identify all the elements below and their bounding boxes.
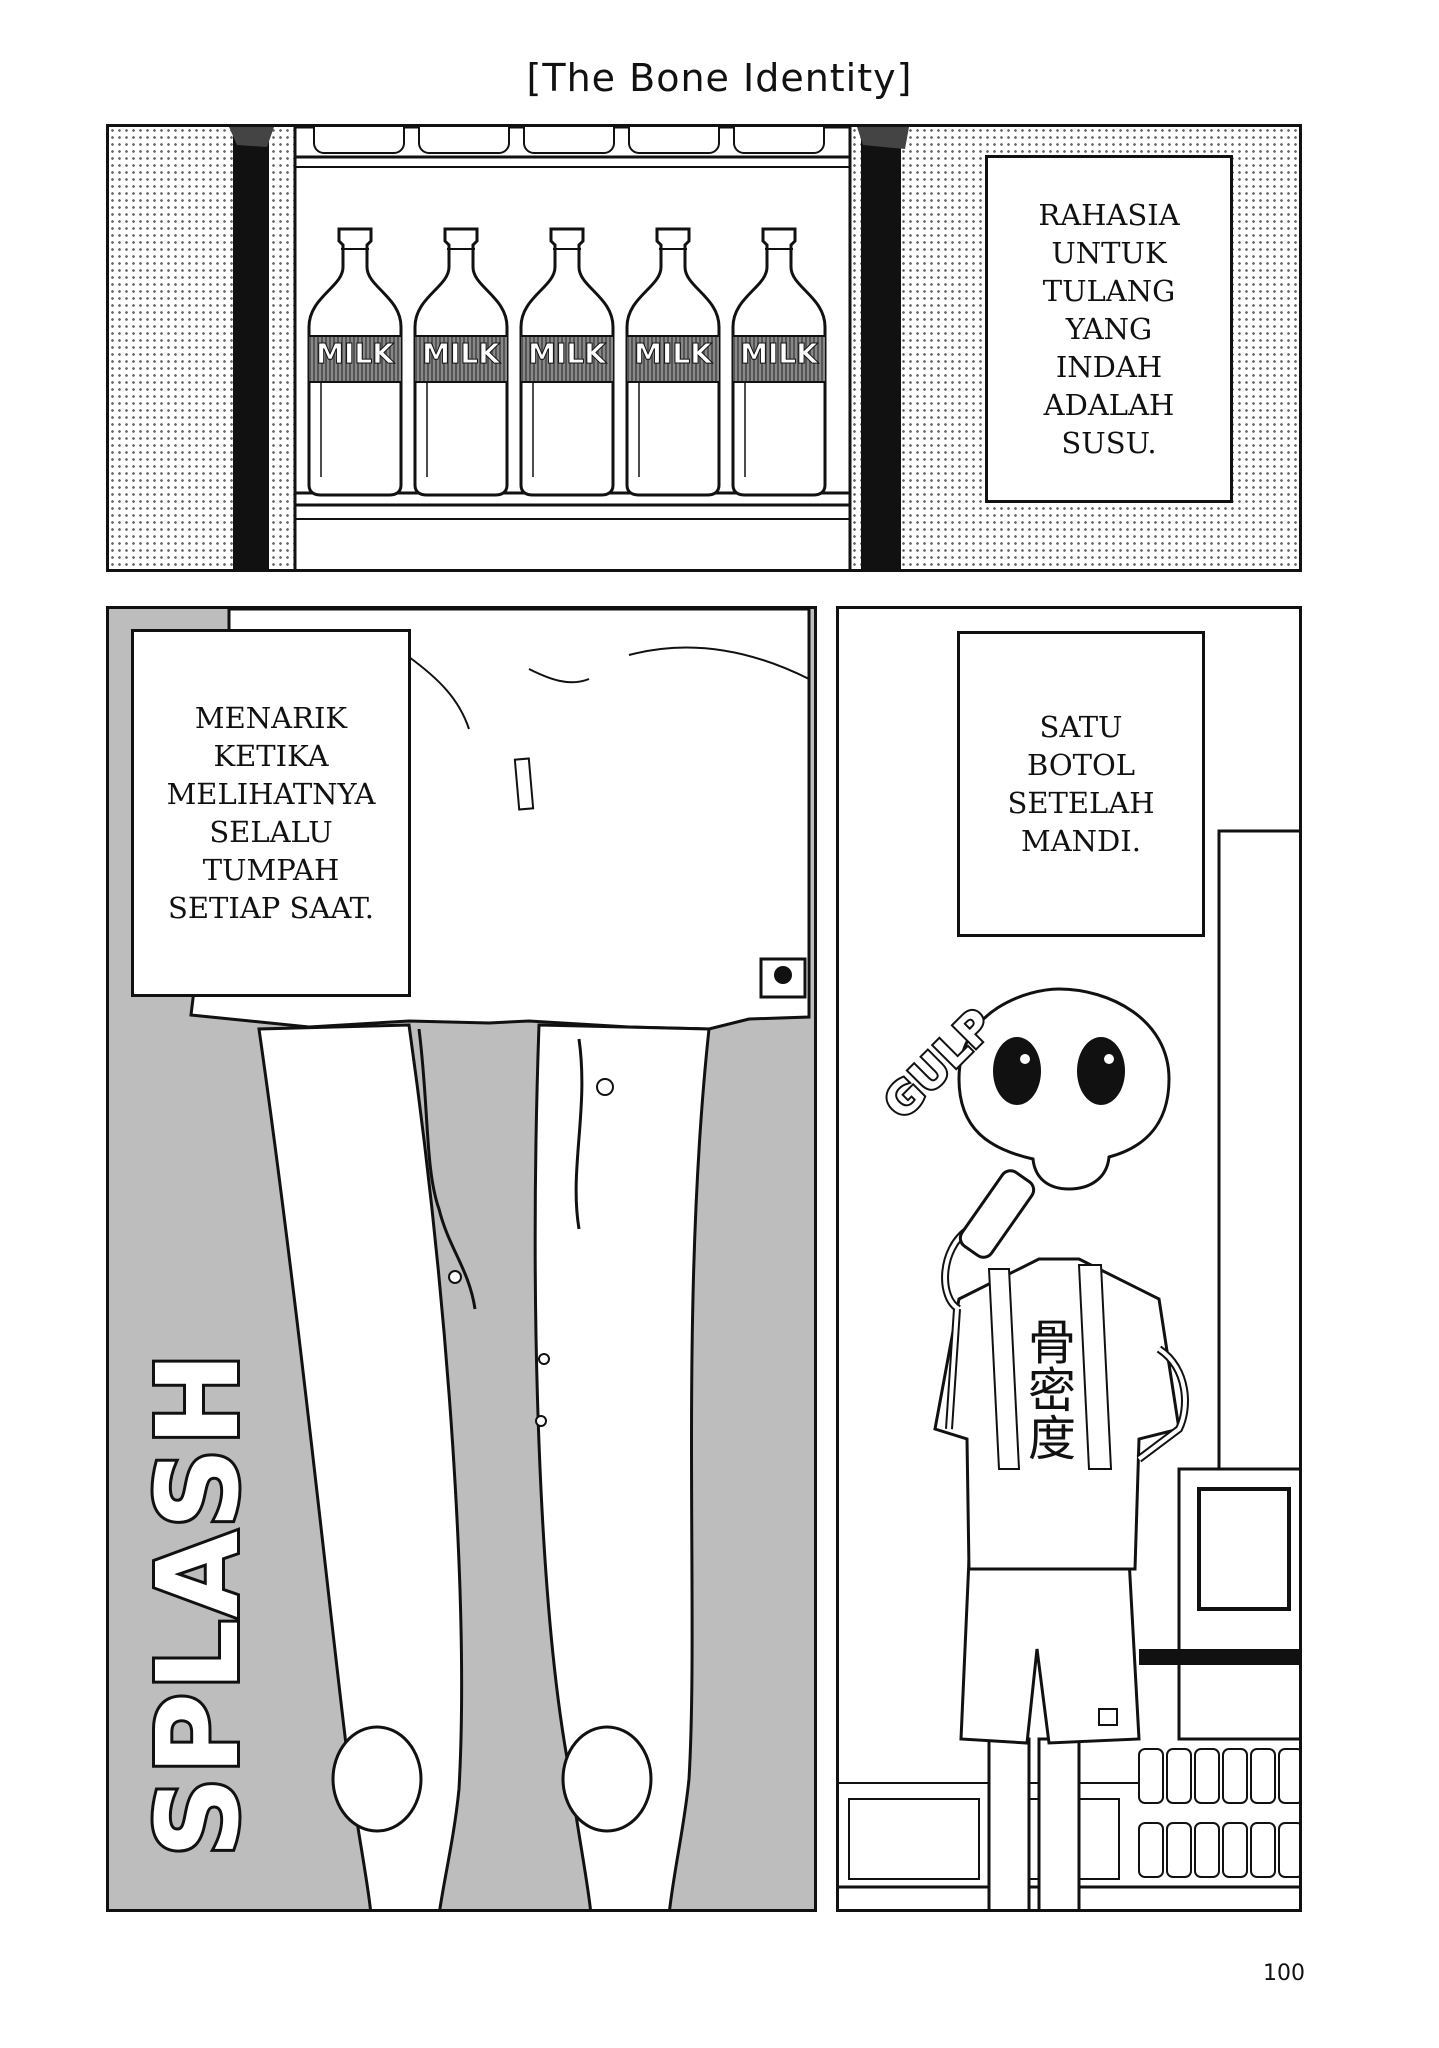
milk-label: MILK bbox=[740, 337, 819, 371]
milk-label: MILK bbox=[316, 337, 395, 371]
milk-bottle: MILK bbox=[305, 227, 405, 497]
milk-bottle: MILK bbox=[729, 227, 829, 497]
panel-left-legs: MENARIK KETIKA MELIHATNYA SELALU TUMPAH … bbox=[106, 606, 817, 1912]
milk-label: MILK bbox=[528, 337, 607, 371]
caption-box-top: RAHASIA UNTUK TULANG YANG INDAH ADALAH S… bbox=[985, 155, 1233, 503]
page-number: 100 bbox=[1263, 1961, 1305, 1986]
caption-box-right: SATU BOTOL SETELAH MANDI. bbox=[957, 631, 1205, 937]
chapter-title: [The Bone Identity] bbox=[526, 56, 913, 100]
sfx-splash: SPLASH bbox=[131, 1347, 267, 1860]
panel-top-milk-shelf: MILK MILK MILK MILK MILK RAHASIA UNTUK T… bbox=[106, 124, 1302, 572]
milk-bottle-row: MILK MILK MILK MILK MILK bbox=[305, 227, 845, 497]
milk-bottle: MILK bbox=[517, 227, 617, 497]
caption-box-left: MENARIK KETIKA MELIHATNYA SELALU TUMPAH … bbox=[131, 629, 411, 997]
milk-bottle: MILK bbox=[623, 227, 723, 497]
milk-label: MILK bbox=[634, 337, 713, 371]
shirt-text: 骨密度 bbox=[1019, 1317, 1075, 1461]
panel-right-skeleton: 骨密度 SATU BOTOL SETELAH MANDI. GULP bbox=[836, 606, 1302, 1912]
milk-label: MILK bbox=[422, 337, 501, 371]
legs-illustration bbox=[189, 609, 811, 1909]
milk-bottle: MILK bbox=[411, 227, 511, 497]
skeleton-illustration bbox=[839, 829, 1299, 1909]
